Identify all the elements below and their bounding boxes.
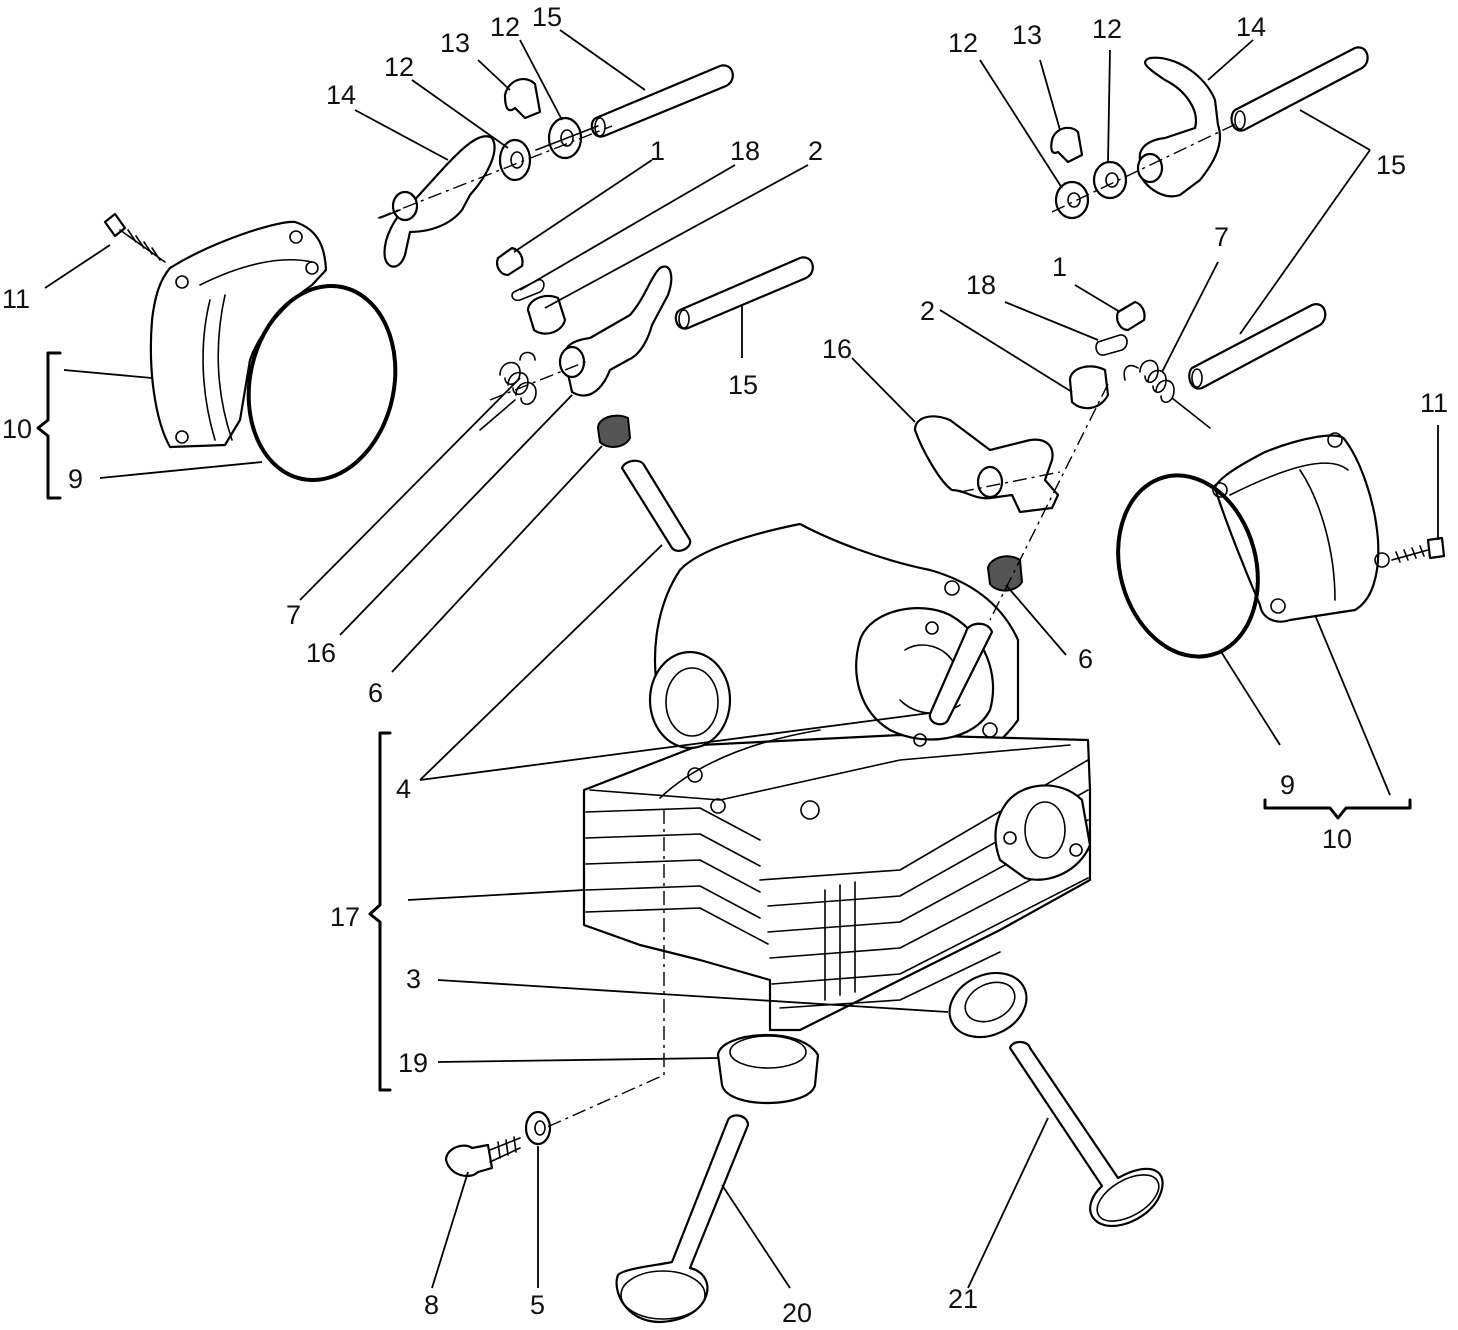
- shaft-left-upper: [590, 64, 734, 138]
- rocker-arm-left-lower: [558, 265, 673, 397]
- callout-12-right-b: 12: [948, 28, 978, 58]
- callout-1-right: 1: [1052, 252, 1067, 282]
- callout-10-right: 10: [1322, 824, 1352, 854]
- callout-15-a: 15: [532, 2, 562, 32]
- callout-9-left: 9: [68, 464, 83, 494]
- cap-right: [1068, 365, 1110, 410]
- callout-9-right: 9: [1280, 770, 1295, 800]
- screw-left: [103, 212, 166, 263]
- callout-4: 4: [396, 774, 411, 804]
- washer-right-1: [1054, 180, 1090, 220]
- rocker-arm-right-upper: [1136, 56, 1222, 198]
- callout-5: 5: [530, 1290, 545, 1320]
- callout-11-right: 11: [1420, 388, 1448, 418]
- callout-16-left: 16: [306, 638, 336, 668]
- rocker-arm-left-upper: [379, 135, 496, 268]
- callout-2-left: 2: [808, 136, 823, 166]
- keeper-right: [1095, 334, 1128, 356]
- spring-right: [1123, 359, 1211, 429]
- shim-left: [496, 246, 524, 277]
- valve-guide-right: [928, 622, 994, 726]
- callout-20: 20: [782, 1298, 812, 1328]
- callout-12-right-a: 12: [1092, 14, 1122, 44]
- cover-right: [1212, 432, 1390, 623]
- callout-15-b: 15: [728, 370, 758, 400]
- callout-7-right: 7: [1214, 222, 1229, 252]
- callout-8: 8: [424, 1290, 439, 1320]
- callout-12-left-a: 12: [384, 52, 414, 82]
- leader-lines: [44, 29, 1439, 1289]
- callout-6-right: 6: [1078, 644, 1093, 674]
- cylinder-head: [582, 522, 1092, 1032]
- valve-intake: [615, 1114, 750, 1324]
- screw-right: [1391, 536, 1446, 563]
- callout-3: 3: [406, 964, 421, 994]
- valve-exhaust: [1008, 1040, 1164, 1228]
- callout-1-left: 1: [650, 136, 665, 166]
- shaft-left-lower: [674, 256, 814, 330]
- washer-left-1: [498, 138, 532, 182]
- o-ring-right: [1116, 473, 1260, 659]
- valve-seat-left: [716, 1034, 820, 1105]
- cover-left: [149, 220, 328, 449]
- callout-17: 17: [330, 902, 360, 932]
- callout-6-left: 6: [368, 678, 383, 708]
- callout-14-right: 14: [1236, 12, 1266, 42]
- spring-left: [479, 351, 537, 431]
- callout-18-left: 18: [730, 136, 760, 166]
- valve-seal-right: [986, 555, 1024, 592]
- callout-21: 21: [948, 1284, 978, 1314]
- o-ring-left: [246, 283, 398, 483]
- shaft-right-upper: [1230, 46, 1369, 132]
- callout-11-left: 11: [2, 284, 30, 314]
- valve-seal-left: [596, 414, 632, 448]
- callout-13-right: 13: [1012, 20, 1042, 50]
- brace-17: [368, 731, 392, 1092]
- shaft-right-middle: [1188, 303, 1327, 390]
- callout-12-left-b: 12: [490, 12, 520, 42]
- cap-left: [526, 294, 567, 335]
- callout-16-right: 16: [822, 334, 852, 364]
- washer-bottom: [524, 1110, 552, 1146]
- callout-10-left: 10: [2, 414, 32, 444]
- keeper-left: [511, 278, 545, 302]
- callout-2-right: 2: [920, 296, 935, 326]
- callout-15-c: 15: [1376, 150, 1406, 180]
- clip-left: [503, 78, 542, 120]
- brace-right-10: [1263, 798, 1412, 820]
- callout-18-right: 18: [966, 270, 996, 300]
- shim-right: [1116, 300, 1146, 332]
- callout-7-left: 7: [286, 600, 301, 630]
- callout-13-left: 13: [440, 28, 470, 58]
- valve-seat-right: [948, 971, 1028, 1039]
- clip-right: [1050, 126, 1084, 164]
- callout-19: 19: [398, 1048, 428, 1078]
- callout-14-left: 14: [326, 80, 356, 110]
- brace-left-10: [36, 351, 62, 500]
- screw-bottom: [444, 1136, 521, 1178]
- rocker-arm-right-lower: [913, 415, 1060, 514]
- valve-guide-left: [620, 459, 692, 552]
- washer-right-2: [1092, 160, 1128, 200]
